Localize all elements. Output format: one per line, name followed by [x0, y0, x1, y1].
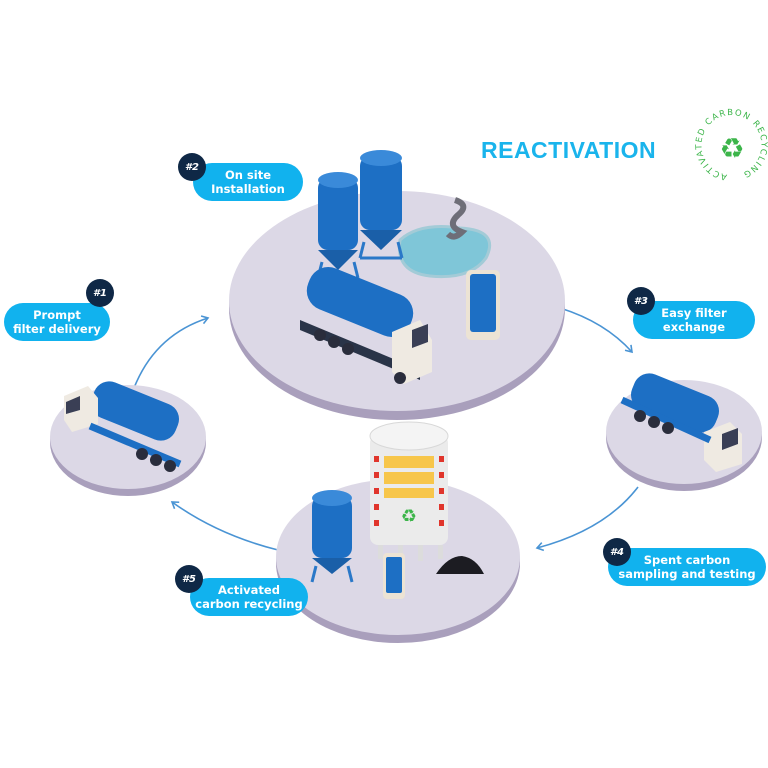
arrow-3-to-4	[535, 486, 639, 552]
discharge-pipe	[445, 197, 468, 240]
pond	[397, 225, 492, 279]
step-badge-1: #1	[86, 279, 114, 307]
step-label-line: carbon recycling	[195, 597, 303, 611]
platform-filter-exchange	[606, 373, 762, 491]
arrow-1-to-2	[133, 315, 210, 389]
carbon-pile	[436, 556, 484, 574]
filter-silo	[316, 172, 360, 280]
step-label-line: exchange	[662, 320, 726, 334]
step-label-line: Prompt	[33, 308, 81, 322]
arrow-4-to-5	[170, 501, 279, 551]
step-label-line: On site	[224, 168, 272, 182]
step-label-line: Easy filter	[661, 306, 727, 320]
platform-on-site-installation	[229, 150, 565, 420]
step-badge-5: #5	[175, 565, 203, 593]
arrow-2-to-3	[559, 307, 633, 354]
platform-carbon-recycling: ♻	[276, 421, 520, 643]
reactivation-kiln: ♻	[369, 421, 449, 561]
step-badge-4: #4	[603, 538, 631, 566]
step-label-line: filter delivery	[13, 322, 101, 336]
recycle-icon: ♻	[401, 506, 417, 527]
step-badge-3: #3	[627, 287, 655, 315]
filter-silo	[310, 490, 354, 583]
step-label-line: sampling and testing	[618, 567, 756, 581]
step-badge-2: #2	[178, 153, 206, 181]
info-sign	[466, 270, 500, 340]
platform-filter-delivery	[50, 381, 206, 496]
step-label-line: Spent carbon	[643, 553, 731, 567]
step-label-line: Installation	[211, 182, 285, 196]
page-title: REACTIVATION	[481, 137, 657, 163]
tanker-truck	[300, 267, 432, 384]
step-label-line: Activated	[218, 583, 280, 597]
filter-silo	[358, 150, 404, 260]
